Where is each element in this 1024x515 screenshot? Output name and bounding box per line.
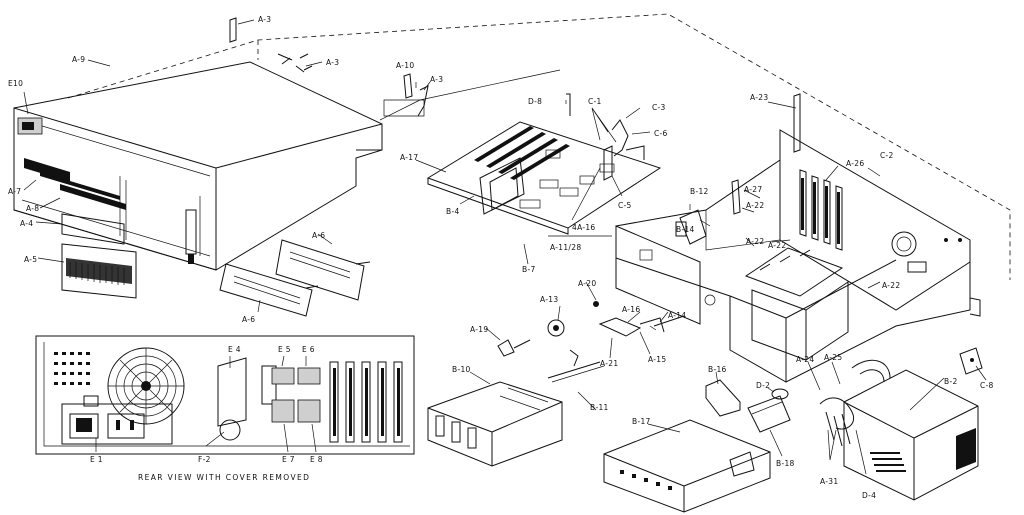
label-d4: D-4 [862, 491, 876, 500]
expansion-cards-a6 [219, 239, 371, 317]
label-a9: A-9 [72, 55, 85, 64]
label-a14: A-14 [668, 311, 686, 320]
label-b4: B-4 [446, 207, 460, 216]
label-b18: B-18 [776, 459, 795, 468]
label-a10: A-10 [396, 61, 414, 70]
label-a23: A-23 [750, 93, 768, 102]
label-a6-1: A-6 [312, 231, 325, 240]
label-a22-2: A-22 [746, 237, 764, 246]
label-b17: B-17 [632, 417, 651, 426]
label-a5: A-5 [24, 255, 37, 264]
power-supply [819, 347, 983, 501]
label-a17: A-17 [400, 153, 418, 162]
label-f2: F-2 [198, 455, 211, 464]
label-a3-1: A-3 [258, 15, 271, 24]
label-b12: B-12 [690, 187, 709, 196]
label-c3: C-3 [652, 103, 666, 112]
label-b16: B-16 [708, 365, 727, 374]
screws-a3 [229, 17, 429, 117]
label-a15: A-15 [648, 355, 666, 364]
label-c1: C-1 [588, 97, 602, 106]
label-c6: C-6 [654, 129, 668, 138]
label-a21: A-21 [600, 359, 618, 368]
label-a11-28: A-11/28 [550, 243, 581, 252]
label-b2: B-2 [944, 377, 958, 386]
label-e6: E 6 [302, 345, 315, 354]
bezel-parts [61, 213, 137, 299]
label-c8: C-8 [980, 381, 994, 390]
leader-lines [23, 19, 987, 475]
label-a22-3: A-22 [768, 241, 786, 250]
label-a31: A-31 [820, 477, 838, 486]
label-a22-1: A-22 [746, 201, 764, 210]
label-a22-4: A-22 [882, 281, 900, 290]
label-e5: E 5 [278, 345, 291, 354]
label-e1: E 1 [90, 455, 103, 464]
motherboard [426, 93, 662, 235]
label-a25: A-25 [824, 353, 842, 362]
label-a7: A-7 [8, 187, 21, 196]
part-labels: A-3 A-3 A-10 A-3 A-9 E10 A-7 A-8 A-4 A-5… [8, 15, 994, 500]
computer-chassis [13, 61, 383, 271]
rear-view-panel [35, 335, 415, 455]
label-e4: E 4 [228, 345, 241, 354]
label-4a16: 4A-16 [572, 223, 596, 232]
chassis-frame [615, 93, 981, 383]
label-b10: B-10 [452, 365, 471, 374]
cover-dashed-outline [67, 13, 1011, 280]
caption-rear-view: REAR VIEW WITH COVER REMOVED [138, 473, 310, 482]
label-c5: C-5 [618, 201, 632, 210]
label-e10: E10 [8, 79, 23, 88]
label-a19: A-19 [470, 325, 488, 334]
label-a6-2: A-6 [242, 315, 255, 324]
label-a20: A-20 [578, 279, 596, 288]
label-a3-3: A-3 [430, 75, 443, 84]
label-c2: C-2 [880, 151, 894, 160]
label-e8: E 8 [310, 455, 323, 464]
label-a13: A-13 [540, 295, 558, 304]
label-b11: B-11 [590, 403, 609, 412]
small-hardware [427, 179, 791, 513]
label-a8: A-8 [26, 204, 39, 213]
label-a26: A-26 [846, 159, 864, 168]
label-a3-2: A-3 [326, 58, 339, 67]
label-e7: E 7 [282, 455, 295, 464]
label-b14: B-14 [676, 225, 695, 234]
label-d2: D-2 [756, 381, 770, 390]
label-a16: A-16 [622, 305, 640, 314]
label-a27: A-27 [744, 185, 762, 194]
label-a24: A-24 [796, 355, 814, 364]
label-d8: D-8 [528, 97, 542, 106]
label-b7: B-7 [522, 265, 536, 274]
label-a4: A-4 [20, 219, 33, 228]
